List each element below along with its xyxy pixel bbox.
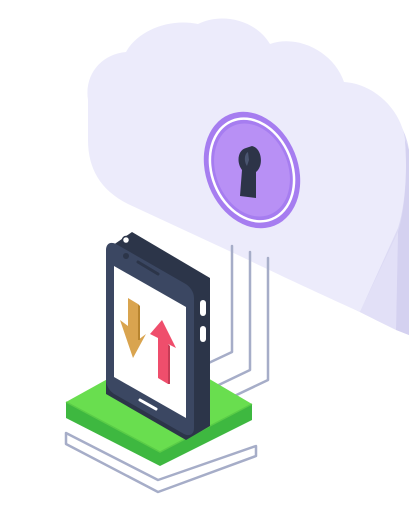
volume-down-button-icon xyxy=(200,326,206,342)
upload-arrow-icon xyxy=(150,320,176,384)
keyhole-lock-icon xyxy=(203,111,301,229)
download-arrow-icon xyxy=(120,298,146,358)
volume-up-button-icon xyxy=(200,300,206,316)
base-outline-icon xyxy=(64,431,258,494)
